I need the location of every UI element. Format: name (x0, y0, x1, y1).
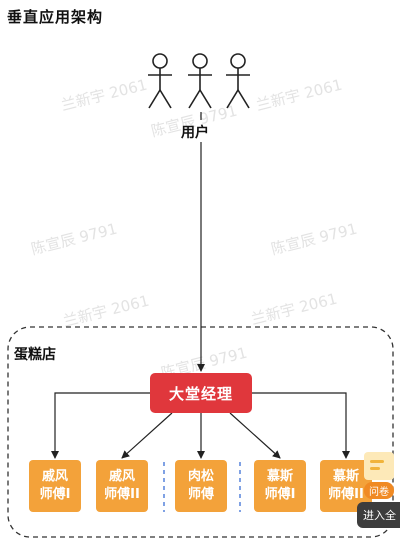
manager-node: 大堂经理 (150, 373, 252, 413)
manager-to-baker-arrow (252, 392, 350, 459)
enter-button[interactable]: 进入全 (357, 502, 400, 528)
survey-icon (364, 452, 394, 480)
user-figure-icon (148, 53, 172, 109)
baker-role: 师傅 (187, 487, 214, 502)
page-title: 垂直应用架构 (7, 8, 104, 26)
user-figure-icon (226, 53, 250, 109)
manager-to-baker-arrow (121, 412, 173, 459)
baker-name: 肉松 (187, 469, 214, 484)
baker-node: 戚风 师傅I (29, 460, 81, 512)
baker-node: 肉松 师傅 (175, 460, 227, 512)
baker-role: 师傅II (328, 487, 364, 502)
survey-badge[interactable]: 问卷 (358, 452, 400, 502)
user-figure-icon (188, 53, 212, 109)
manager-to-baker-arrow (229, 412, 281, 459)
baker-role: 师傅I (264, 487, 296, 502)
user-label: 用户 (181, 125, 209, 141)
manager-to-baker-arrow (51, 392, 150, 459)
store-label: 蛋糕店 (14, 347, 56, 363)
baker-name: 慕斯 (266, 469, 293, 484)
baker-role: 师傅I (39, 487, 71, 502)
baker-name: 慕斯 (332, 469, 359, 484)
baker-node: 戚风 师傅II (96, 460, 148, 512)
baker-role: 师傅II (104, 487, 140, 502)
baker-node: 慕斯 师傅I (254, 460, 306, 512)
baker-name: 戚风 (41, 469, 68, 484)
survey-badge-label: 问卷 (364, 482, 394, 499)
baker-name: 戚风 (108, 469, 135, 484)
